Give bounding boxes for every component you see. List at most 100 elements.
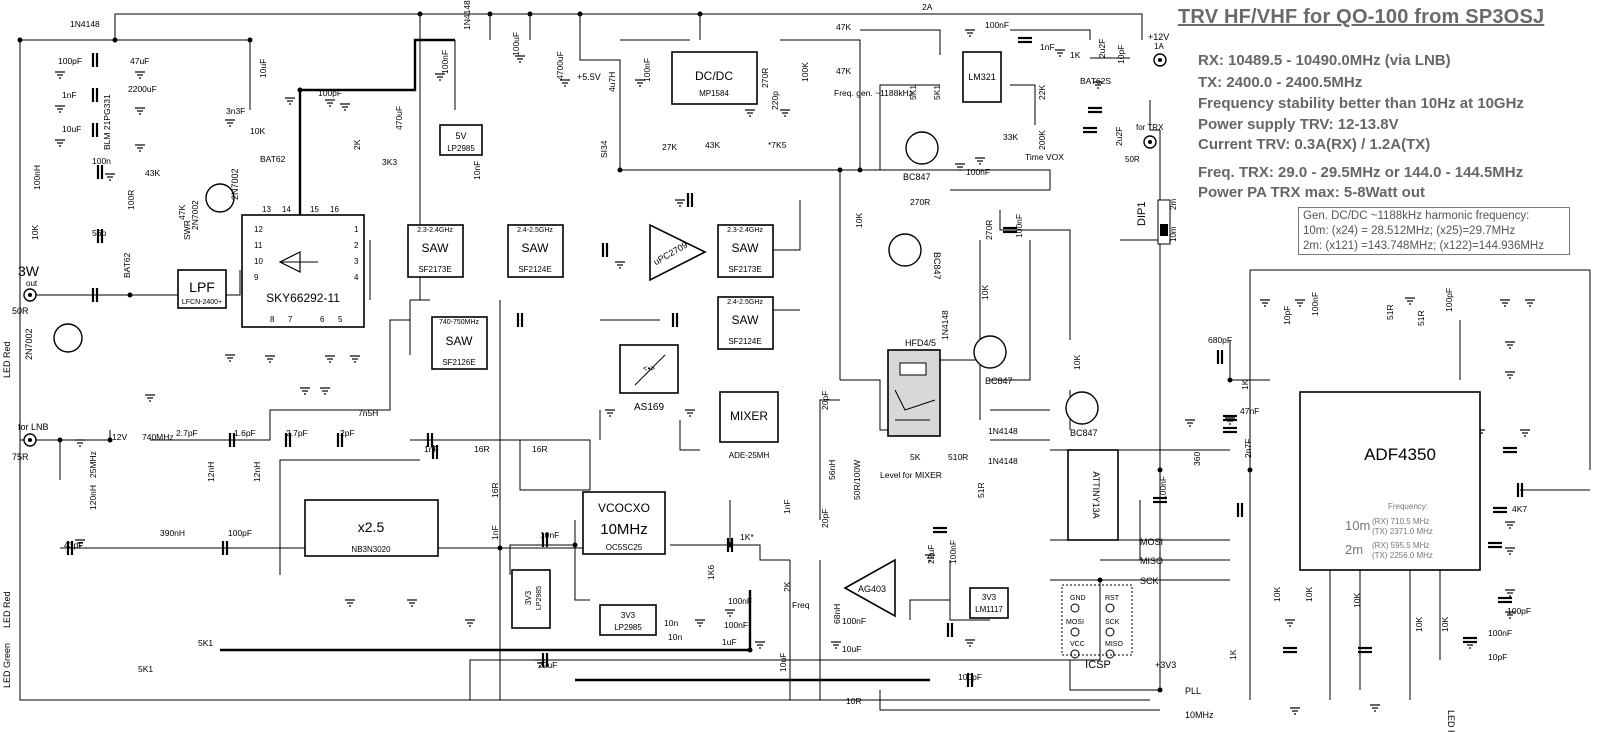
svg-text:BC847: BC847 xyxy=(985,376,1013,386)
spec-stability: Frequency stability better than 10Hz at … xyxy=(1198,95,1524,112)
svg-text:8: 8 xyxy=(270,315,275,324)
hfd-label: HFD4/5 xyxy=(905,338,936,348)
component-value-label: 51R xyxy=(1385,304,1395,320)
saw-filter-5: 740-750MHz SAW SF2126E xyxy=(431,316,488,370)
out-3w-label: 3W xyxy=(18,263,40,279)
saw4-part: SF2124E xyxy=(728,337,761,346)
svg-text:1: 1 xyxy=(354,225,359,234)
component-value-label: 16R xyxy=(532,444,548,454)
component-value-label: 1K* xyxy=(740,532,754,542)
component-value-label: 5K1 xyxy=(908,85,918,100)
led-labels: LED Red LED Red LED Green LED Red xyxy=(2,341,1456,732)
saw4-label: SAW xyxy=(732,313,760,327)
component-value-label: 100nF xyxy=(1488,628,1512,638)
component-value-label: 2pF xyxy=(340,428,355,438)
adf-label: ADF4350 xyxy=(1364,445,1436,464)
ldo33a-part: LP2985 xyxy=(536,586,543,610)
component-value-label: 100nF xyxy=(1310,292,1320,316)
component-value-label: 10pF xyxy=(1116,45,1126,64)
component-value-label: 16R xyxy=(474,444,490,454)
trx-label: for TRX xyxy=(1136,123,1164,132)
component-value-label: 10K xyxy=(980,285,990,300)
lm321-block: LM321 xyxy=(962,51,1002,103)
ldo33a-label: 3V3 xyxy=(524,590,533,605)
component-value-label: 100nH xyxy=(32,165,42,190)
adf-band2-tx: (TX) 2256.0 MHz xyxy=(1372,551,1433,560)
component-value-label: 100nF xyxy=(842,616,866,626)
component-value-label: 100pF xyxy=(318,88,342,98)
component-value-label: 1K xyxy=(1228,649,1238,660)
component-value-label: 4u7H xyxy=(607,72,617,92)
ag403-label: AG403 xyxy=(858,584,886,594)
attiny13a-block: ATTINY13A xyxy=(1067,449,1119,541)
component-value-label: 360 xyxy=(1192,452,1202,466)
svg-text:12: 12 xyxy=(254,225,263,234)
component-value-label: 22uF xyxy=(926,545,936,564)
component-value-label: 10nF xyxy=(472,161,482,180)
component-value-label: 33K xyxy=(1003,132,1018,142)
component-value-label: 740MHz xyxy=(142,432,174,442)
component-value-label: 680pF xyxy=(1208,335,1232,345)
svg-text:<•>: <•> xyxy=(643,364,655,373)
component-value-label: 220p xyxy=(770,91,780,110)
component-value-label: 1N4148 xyxy=(940,310,950,340)
saw-filter-4: 2.4-2.5GHz SAW SF2124E xyxy=(717,296,774,350)
transistors: BC847 BC847 BC847 BC847 2N7002 2N7002 xyxy=(24,131,1099,438)
supply-voltage: +12V xyxy=(1148,32,1169,42)
mixer-label: MIXER xyxy=(730,409,768,423)
component-value-label: 100pF xyxy=(1444,288,1454,312)
component-value-label: 1N4148 xyxy=(988,426,1018,436)
component-value-label: 100nF xyxy=(1158,476,1168,500)
ldo5-part: LP2985 xyxy=(447,144,475,153)
spec-rx: RX: 10489.5 - 10490.0MHz (via LNB) xyxy=(1198,52,1451,69)
hfd45-relay: HFD4/5 xyxy=(887,338,941,437)
ag403-amplifier: AG403 xyxy=(843,558,896,618)
saw-filter-3: 2.3-2.4GHz SAW SF2173E xyxy=(717,224,774,278)
component-value-label: 10uF xyxy=(842,644,861,654)
page-title: TRV HF/VHF for QO-100 from SP3OSJ xyxy=(1178,6,1545,28)
spec-power-supply: Power supply TRV: 12-13.8V xyxy=(1198,116,1399,133)
component-value-label: 10uF xyxy=(258,59,268,78)
component-value-label: 22K xyxy=(1037,85,1047,100)
svg-text:5: 5 xyxy=(338,315,343,324)
component-value-label: 2K xyxy=(352,139,362,150)
dcdc-part: MP1584 xyxy=(699,89,729,98)
saw2-band: 2.4-2.5GHz xyxy=(517,227,553,234)
ground-symbols xyxy=(55,29,1535,715)
icsp-mosi: MOSI xyxy=(1066,619,1084,626)
x25-part: NB3N3020 xyxy=(351,545,391,554)
lm1117-block: 3V3 LM1117 xyxy=(969,587,1009,619)
icsp-header: GND RST MOSI SCK VCC MISO ICSP xyxy=(1061,584,1133,671)
signal-miso: MISO xyxy=(1140,556,1163,566)
component-value-label: 47K xyxy=(177,205,187,220)
component-value-label: 1uF xyxy=(722,637,737,647)
component-value-label: 2N7002 xyxy=(190,200,200,230)
component-value-label: 10K xyxy=(1304,587,1314,602)
ldo-3v3-block-2: 3V3 LP2985 xyxy=(599,604,657,636)
supply-current: 1A xyxy=(1154,42,1164,51)
component-value-label: 27K xyxy=(662,142,677,152)
svg-text:BC847: BC847 xyxy=(903,172,931,182)
component-value-label: 4K7 xyxy=(1512,504,1527,514)
gen-note-line-2: 10m: (x24) = 28.512MHz; (x25)=29.7MHz xyxy=(1303,225,1516,237)
saw5-label: SAW xyxy=(446,334,474,348)
component-value-label: Freq xyxy=(792,600,810,610)
svg-text:13: 13 xyxy=(262,205,271,214)
signal-pll: PLL xyxy=(1185,686,1201,696)
spec-power-pa: Power PA TRX max: 5-8Watt out xyxy=(1198,184,1425,201)
component-value-label: SI34 xyxy=(599,140,609,158)
x25-multiplier-block: x2.5 NB3N3020 xyxy=(304,499,439,557)
svg-text:3: 3 xyxy=(354,257,359,266)
dcdc-label: DC/DC xyxy=(695,69,733,83)
component-value-label: 2A xyxy=(922,2,933,12)
mixer-part: ADE-25MH xyxy=(729,451,770,460)
component-value-label: 100nF xyxy=(966,167,990,177)
svg-text:2: 2 xyxy=(354,241,359,250)
lpf-label: LPF xyxy=(189,279,215,295)
component-value-label: BAT62 xyxy=(122,252,132,278)
supply-5v5: +5.5V xyxy=(577,72,601,82)
led-red-2: LED Red xyxy=(2,591,12,628)
